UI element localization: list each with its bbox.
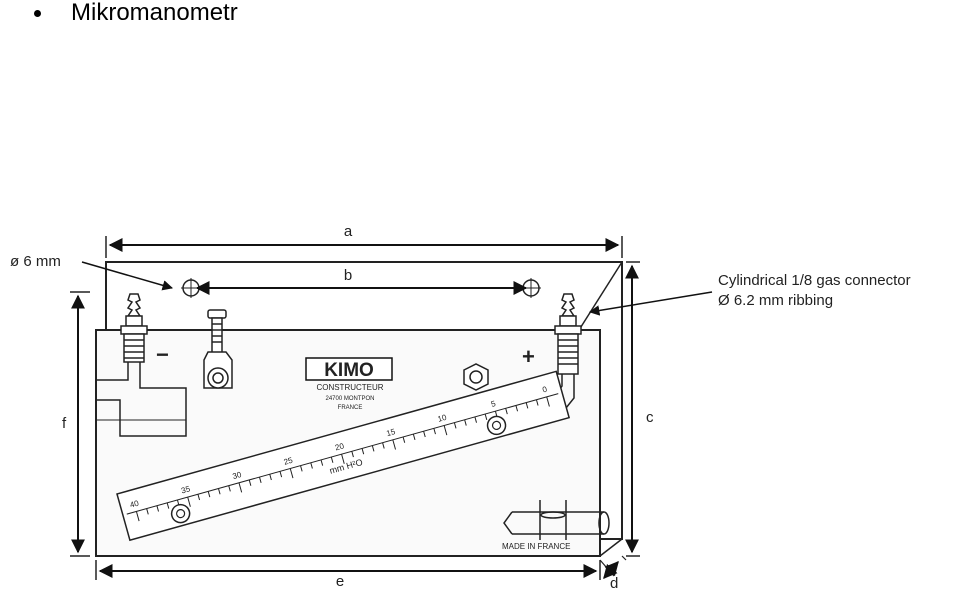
plus-connector bbox=[554, 293, 582, 375]
dimension-a-label: a bbox=[344, 223, 353, 240]
brand-line-3: FRANCE bbox=[338, 405, 363, 411]
kimo-logo: KIMO bbox=[305, 357, 393, 381]
connector-label-2: Ø 6.2 mm ribbing bbox=[718, 292, 833, 309]
dimension-c-label: c bbox=[646, 409, 654, 426]
dimension-d bbox=[599, 555, 627, 580]
level-nut bbox=[463, 363, 489, 391]
brand-line-1: CONSTRUCTEUR bbox=[316, 383, 383, 392]
title-row: Mikromanometr bbox=[34, 0, 238, 26]
scale-tick bbox=[546, 396, 550, 407]
zero-adjust-screw bbox=[203, 309, 233, 389]
scale-tick bbox=[197, 494, 201, 501]
scale-tick bbox=[371, 445, 375, 452]
dimension-a bbox=[105, 236, 623, 258]
scale-label: 5 bbox=[490, 399, 497, 409]
scale-tick bbox=[474, 416, 477, 423]
scale-tick bbox=[402, 436, 406, 443]
scale-tick bbox=[135, 511, 140, 522]
scale-tick bbox=[310, 462, 313, 469]
minus-connector bbox=[120, 293, 148, 363]
scale-label: 40 bbox=[129, 499, 141, 510]
scale-tick bbox=[433, 428, 436, 435]
scale-tick bbox=[382, 442, 385, 449]
scale-tick bbox=[300, 465, 303, 472]
kimo-logo-text: KIMO bbox=[324, 360, 374, 381]
scale-tick bbox=[484, 413, 488, 420]
scale-tick bbox=[505, 408, 508, 415]
brand-line-2: 24700 MONTPON bbox=[325, 396, 374, 402]
reservoir bbox=[96, 362, 187, 437]
dimension-f bbox=[70, 291, 90, 557]
scale-label: 0 bbox=[541, 385, 548, 395]
dimension-b-label: b bbox=[344, 267, 352, 284]
scale-tick bbox=[330, 456, 334, 463]
scale-tick bbox=[535, 399, 539, 406]
scale-tick bbox=[361, 448, 365, 455]
connector-label-1: Cylindrical 1/8 gas connector bbox=[718, 272, 911, 289]
scale-tick bbox=[464, 419, 467, 426]
scale-label: 20 bbox=[334, 441, 346, 452]
scale-tick bbox=[207, 491, 211, 498]
dimension-c bbox=[625, 261, 640, 557]
scale-tick bbox=[217, 488, 221, 495]
scale-tick bbox=[156, 505, 160, 512]
scale-tick bbox=[187, 496, 191, 507]
scale-tick bbox=[412, 433, 416, 441]
made-in-label: MADE IN FRANCE bbox=[502, 542, 570, 551]
scale-tick bbox=[351, 451, 354, 458]
scale-tick bbox=[259, 476, 262, 483]
scale-tick bbox=[279, 471, 283, 478]
scale-tick bbox=[269, 474, 272, 481]
scale-tick bbox=[146, 508, 149, 515]
minus-sign: − bbox=[156, 342, 169, 367]
scale-tick bbox=[525, 402, 529, 409]
scale-tick bbox=[166, 502, 170, 509]
scale-tick bbox=[453, 422, 457, 429]
scale-tick bbox=[341, 454, 345, 464]
spirit-level bbox=[503, 500, 610, 540]
scale-labels: 40 35 30 25 20 15 10 5 0 bbox=[129, 385, 549, 510]
scale-label: 10 bbox=[437, 413, 449, 424]
scale-tick bbox=[248, 479, 252, 486]
scale-tick bbox=[515, 405, 519, 412]
scale-tick bbox=[423, 431, 426, 438]
scale-screw-right bbox=[486, 415, 507, 436]
plus-sign: + bbox=[522, 344, 535, 369]
bullet-icon bbox=[34, 9, 41, 17]
scale-tick bbox=[443, 425, 448, 436]
dimension-f-label: f bbox=[62, 415, 67, 432]
scale-label: 35 bbox=[180, 484, 192, 495]
page-title: Mikromanometr bbox=[71, 0, 238, 26]
scale-screw-left bbox=[170, 503, 191, 524]
scale-label: 15 bbox=[385, 427, 397, 438]
dimension-e-label: e bbox=[336, 573, 344, 590]
dimension-e bbox=[95, 560, 601, 580]
scale-label: 25 bbox=[283, 456, 295, 467]
connector-callout-arrow bbox=[588, 291, 713, 316]
hole-diameter-label: ø 6 mm bbox=[10, 253, 61, 270]
scale-tick bbox=[228, 485, 231, 492]
scale-label: 30 bbox=[231, 470, 243, 481]
scale-tick bbox=[392, 439, 397, 450]
hole-callout-arrow bbox=[81, 261, 174, 291]
scale-tick bbox=[320, 459, 324, 466]
dimension-d-label: d bbox=[610, 575, 618, 592]
scale-tick bbox=[289, 468, 294, 479]
scale-tick bbox=[238, 482, 243, 493]
